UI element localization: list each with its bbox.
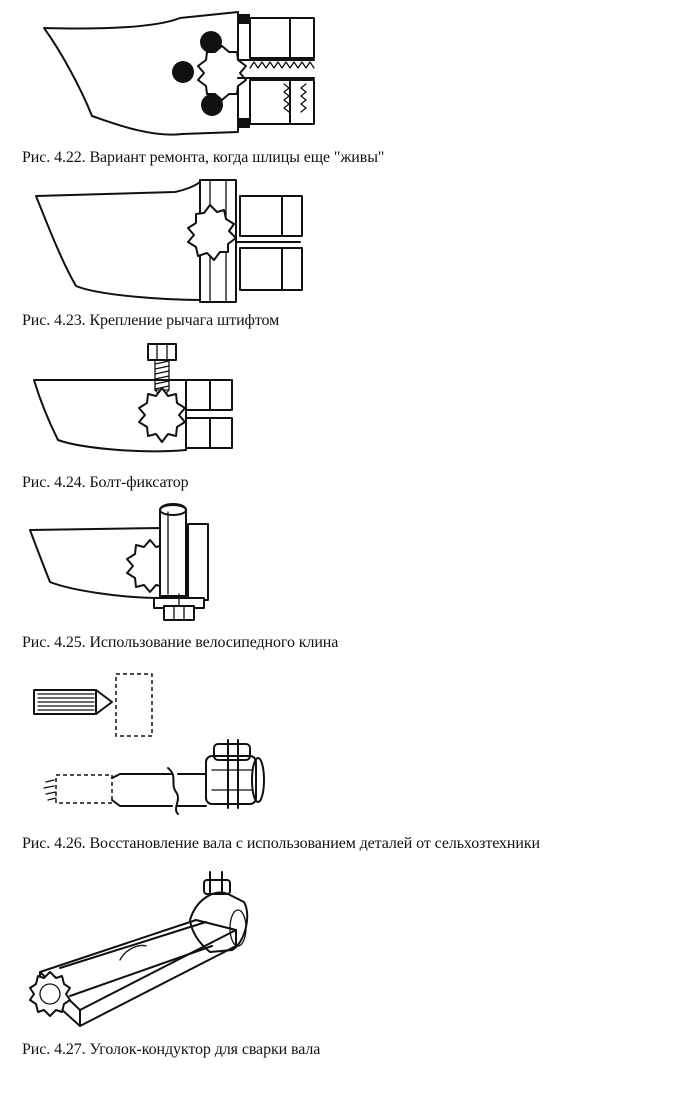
figure-caption-4-27: Рис. 4.27. Уголок-кондуктор для сварки в… xyxy=(22,1041,321,1058)
figure-caption-4-22: Рис. 4.22. Вариант ремонта, когда шлицы … xyxy=(22,149,385,166)
figure-caption-4-23: Рис. 4.23. Крепление рычага штифтом xyxy=(22,312,280,329)
figure-4-27-drawing xyxy=(29,871,249,1027)
figure-4-26-drawing xyxy=(33,673,265,815)
figure-4-25-drawing xyxy=(29,503,209,621)
figure-4-22-drawing xyxy=(43,11,315,136)
figure-4-23-drawing xyxy=(35,179,303,303)
figure-caption-4-26: Рис. 4.26. Восстановление вала с использ… xyxy=(22,835,540,852)
figure-caption-4-25: Рис. 4.25. Использование велосипедного к… xyxy=(22,634,339,651)
figure-4-24-drawing xyxy=(33,343,233,453)
figure-caption-4-24: Рис. 4.24. Болт-фиксатор xyxy=(22,474,189,491)
